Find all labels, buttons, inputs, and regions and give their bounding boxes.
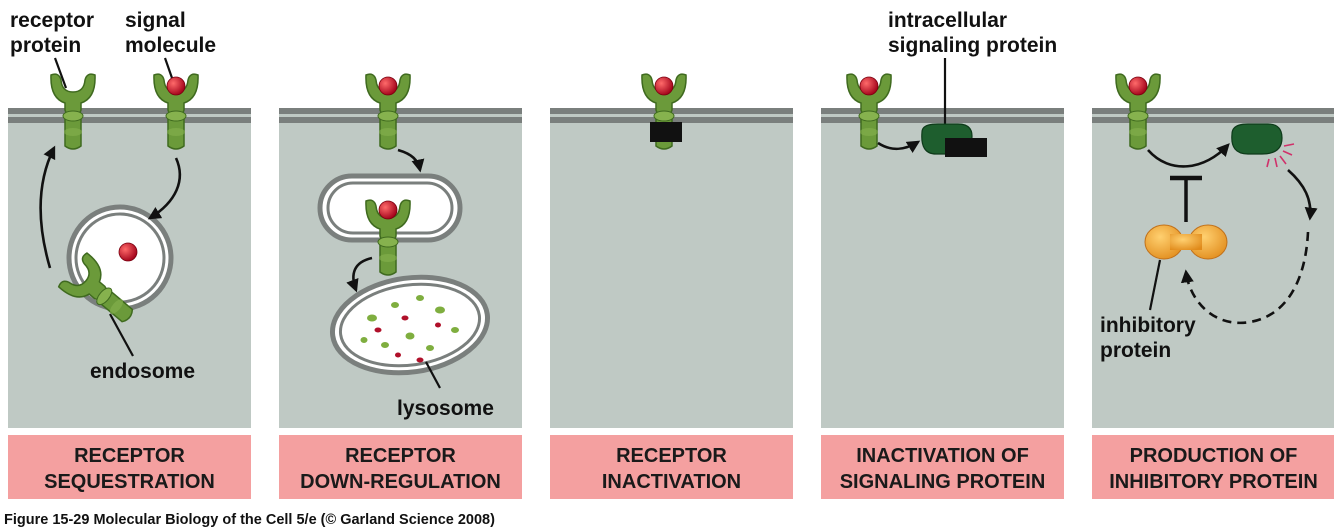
inhibitory-label-line2: protein — [1100, 339, 1171, 362]
recycling-arrow — [39, 145, 56, 269]
activity-rays — [1266, 143, 1295, 168]
signal-molecule-label-line2: molecule — [125, 34, 216, 57]
endosome-label: endosome — [90, 360, 195, 383]
plasma-membrane-inner — [279, 117, 522, 123]
panel-frame-inhibitory-protein — [1092, 108, 1334, 428]
cytoplasm — [279, 108, 522, 428]
panel-inactivation — [641, 73, 687, 150]
plasma-membrane-outer — [821, 108, 1064, 114]
plasma-membrane-outer — [8, 108, 251, 114]
internalization-arrow — [147, 157, 182, 220]
receptor-protein-label-line1: receptor — [10, 9, 94, 32]
degraded-fragments — [360, 295, 459, 363]
lysosome-fusion-arrow — [346, 256, 373, 293]
caption-signaling-protein-line2: SIGNALING PROTEIN — [840, 471, 1046, 493]
receptor-leader-line — [53, 57, 68, 89]
caption-down-regulation-line1: RECEPTOR — [345, 445, 456, 467]
caption-sequestration-line1: RECEPTOR — [74, 445, 185, 467]
signal-arrow — [1287, 169, 1318, 221]
signal-molecule — [1128, 76, 1148, 96]
inhibitory-protein-shape — [1144, 224, 1228, 260]
signal-molecule — [166, 76, 186, 96]
endosome-signal-molecule — [378, 200, 398, 220]
plasma-membrane-inner — [8, 117, 251, 123]
lysosome — [329, 274, 491, 376]
feedback-arrow — [1180, 231, 1310, 325]
plasma-membrane-inner — [821, 117, 1064, 123]
panel-signaling-protein: intracellular signaling protein — [846, 9, 1057, 157]
caption-box-signaling-protein — [821, 435, 1064, 499]
activation-arrow — [1147, 143, 1230, 168]
caption-sequestration-line2: SEQUESTRATION — [44, 471, 215, 493]
endosome-leader-line — [109, 313, 134, 357]
figure-caption: Figure 15-29 Molecular Biology of the Ce… — [4, 512, 495, 528]
caption-down-regulation-line2: DOWN-REGULATION — [300, 471, 501, 493]
panel-down-regulation: lysosome — [317, 73, 494, 420]
caption-box-down-regulation — [279, 435, 522, 499]
caption-box-inactivation — [550, 435, 793, 499]
caption-box-sequestration — [8, 435, 251, 499]
receptor-protein-label-line2: protein — [10, 34, 81, 57]
signaling-protein-block — [945, 138, 987, 157]
receptor-inactivation-block — [650, 122, 682, 142]
signal-molecule — [859, 76, 879, 96]
caption-inactivation-line1: RECEPTOR — [616, 445, 727, 467]
plasma-membrane-outer — [279, 108, 522, 114]
lysosome-leader-line — [425, 361, 441, 389]
signal-molecule-label-line1: signal — [125, 9, 186, 32]
cytoplasm — [821, 108, 1064, 428]
plasma-membrane-inner — [1092, 117, 1334, 123]
endosome-signal-molecule — [118, 242, 138, 262]
caption-box-inhibitory-protein — [1092, 435, 1334, 499]
internalization-arrow — [397, 148, 425, 173]
panel-frame-signaling-protein — [821, 108, 1064, 428]
panel-inhibitory-protein: inhibitory protein — [1100, 73, 1318, 362]
activation-arrow — [877, 140, 921, 153]
panel-frame-down-regulation — [279, 108, 522, 428]
panel-frame-inactivation — [550, 108, 793, 428]
intracellular-label-line2: signaling protein — [888, 34, 1057, 57]
lysosome-label: lysosome — [397, 397, 494, 420]
signaling-protein — [1231, 123, 1283, 155]
inhibitory-leader-line — [1148, 259, 1162, 311]
intracellular-label-line1: intracellular — [888, 9, 1007, 32]
plasma-membrane-outer — [1092, 108, 1334, 114]
signal-molecule — [378, 76, 398, 96]
caption-inhibitory-protein-line1: PRODUCTION OF — [1130, 445, 1298, 467]
inhibitory-label-line1: inhibitory — [1100, 314, 1196, 337]
signal-molecule — [654, 76, 674, 96]
cytoplasm — [550, 108, 793, 428]
caption-inhibitory-protein-line2: INHIBITORY PROTEIN — [1109, 471, 1318, 493]
cytoplasm — [1092, 108, 1334, 428]
panel-sequestration: receptor protein signal molecule endosom… — [10, 9, 216, 383]
caption-inactivation-line2: INACTIVATION — [602, 471, 741, 493]
signal-leader-line — [163, 57, 174, 79]
caption-signaling-protein-line1: INACTIVATION OF — [856, 445, 1029, 467]
